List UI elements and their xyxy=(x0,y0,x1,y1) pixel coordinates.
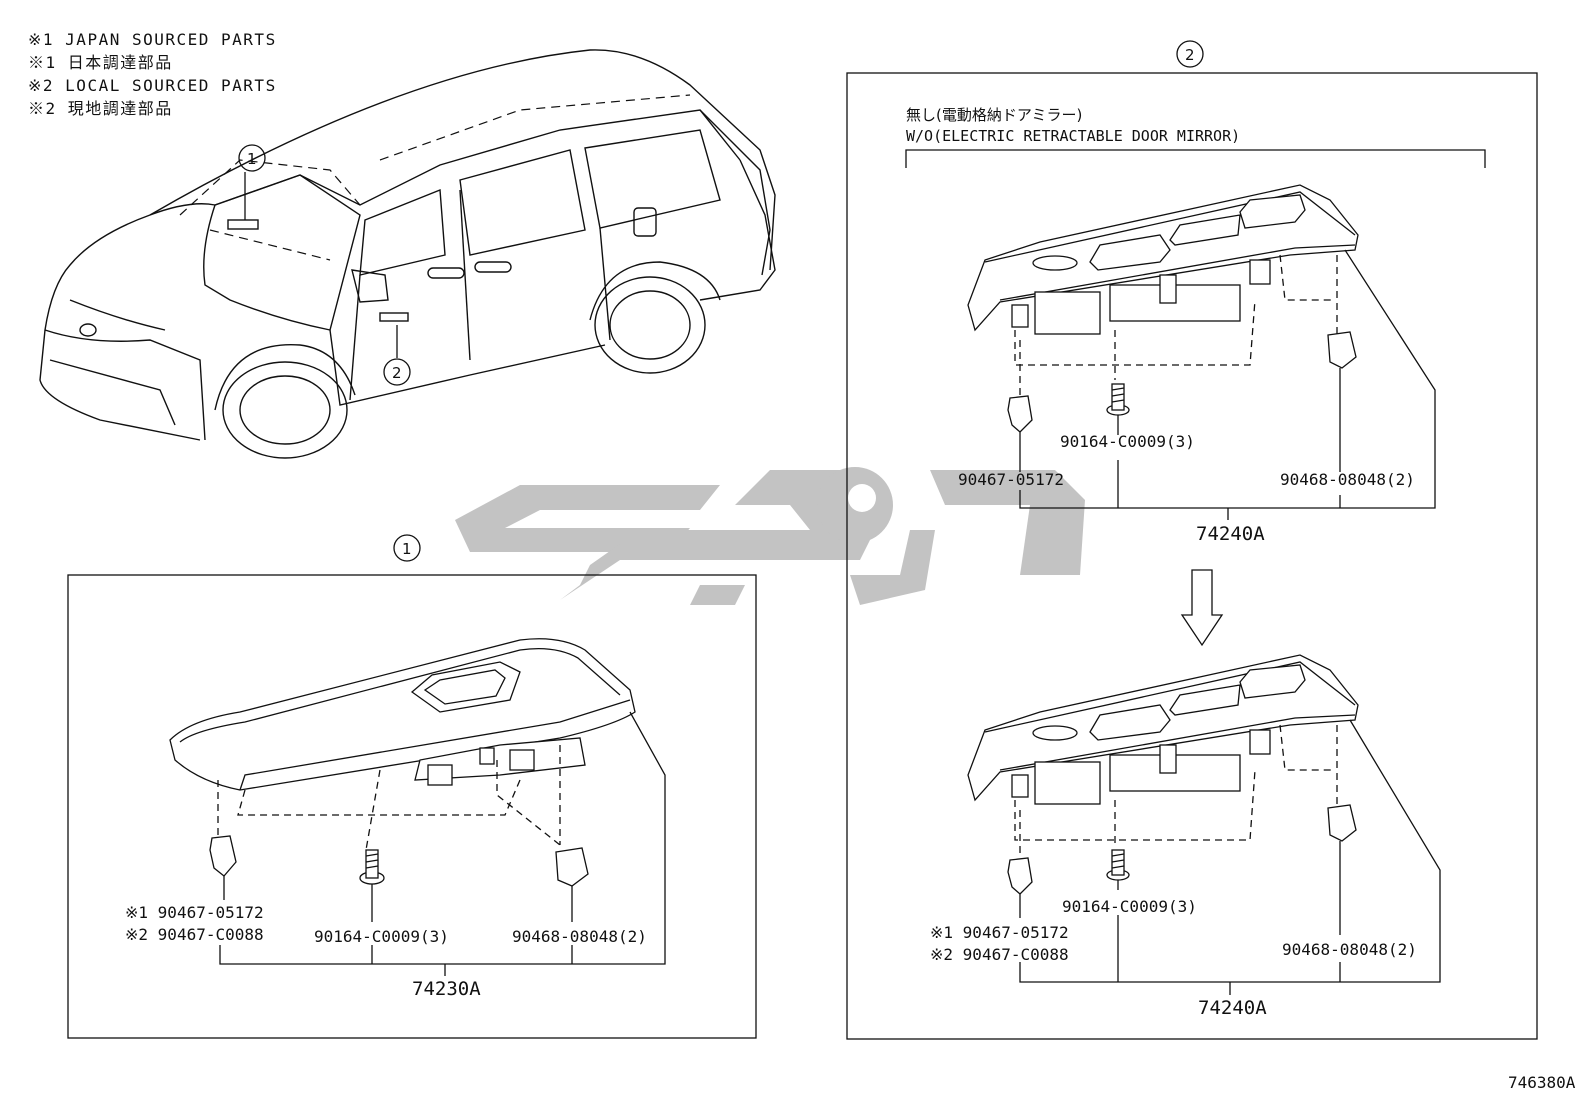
label-bottom-clip2: 90468-08048(2) xyxy=(1282,940,1417,959)
sourcing-notes: ※1 JAPAN SOURCED PARTS ※1 日本調達部品 ※2 LOCA… xyxy=(28,28,277,120)
clip-90468-icon-bottom xyxy=(1327,804,1357,842)
down-arrow-icon xyxy=(1180,569,1224,647)
label-bottom-assembly: 74240A xyxy=(1198,997,1267,1019)
switch-base-74230A xyxy=(169,638,636,791)
label-top-assembly: 74240A xyxy=(1196,523,1265,545)
label-clip-local: ※2 90467-C0088 xyxy=(125,925,264,944)
label-screw: 90164-C0009(3) xyxy=(314,927,449,946)
clip-90467-icon xyxy=(209,835,237,877)
car-callout-1: 1 xyxy=(247,150,257,168)
panel-right-callout: 2 xyxy=(1185,46,1195,64)
label-clip-japan: ※1 90467-05172 xyxy=(125,903,264,922)
label-bottom-clip-japan: ※1 90467-05172 xyxy=(930,923,1069,942)
note-local-en: ※2 LOCAL SOURCED PARTS xyxy=(28,76,277,95)
note-japan-en: ※1 JAPAN SOURCED PARTS xyxy=(28,30,277,49)
panel-right: 2 無し(電動格納ドアミラー) W/O(ELECTRIC RETRACTABLE… xyxy=(846,40,1538,1040)
label-top-screw: 90164-C0009(3) xyxy=(1060,432,1195,451)
switch-base-74240A-top xyxy=(967,184,1359,335)
watermark-logo xyxy=(455,467,1085,605)
clip-90468-icon-top xyxy=(1327,331,1357,369)
condition-japanese: 無し(電動格納ドアミラー) xyxy=(906,106,1082,124)
label-clip2: 90468-08048(2) xyxy=(512,927,647,946)
clip-90467-icon-top xyxy=(1007,395,1033,433)
screw-icon xyxy=(359,849,385,885)
illustration-code: 746380A xyxy=(1508,1073,1576,1092)
clip-90468-icon xyxy=(555,847,589,887)
label-assembly-74230A: 74230A xyxy=(412,978,481,1000)
label-bottom-screw: 90164-C0009(3) xyxy=(1062,897,1197,916)
label-bottom-clip-local: ※2 90467-C0088 xyxy=(930,945,1069,964)
panel-left-callout: 1 xyxy=(402,540,412,558)
note-japan-jp: ※1 日本調達部品 xyxy=(28,53,173,72)
switch-base-74240A-bottom xyxy=(967,654,1359,805)
clip-90467-icon-bottom xyxy=(1007,857,1033,895)
minivan-illustration: 1 2 xyxy=(39,49,776,459)
condition-english: W/O(ELECTRIC RETRACTABLE DOOR MIRROR) xyxy=(906,127,1240,145)
label-top-clip2: 90468-08048(2) xyxy=(1280,470,1415,489)
panel-right-frame xyxy=(846,72,1538,1040)
panel-left: 1 xyxy=(67,534,757,1039)
screw-icon-top xyxy=(1106,383,1130,416)
panel-left-frame xyxy=(67,574,757,1039)
note-local-jp: ※2 現地調達部品 xyxy=(28,99,173,118)
label-top-clip: 90467-05172 xyxy=(958,470,1064,489)
car-callout-2: 2 xyxy=(392,364,402,382)
screw-icon-bottom xyxy=(1106,849,1130,881)
